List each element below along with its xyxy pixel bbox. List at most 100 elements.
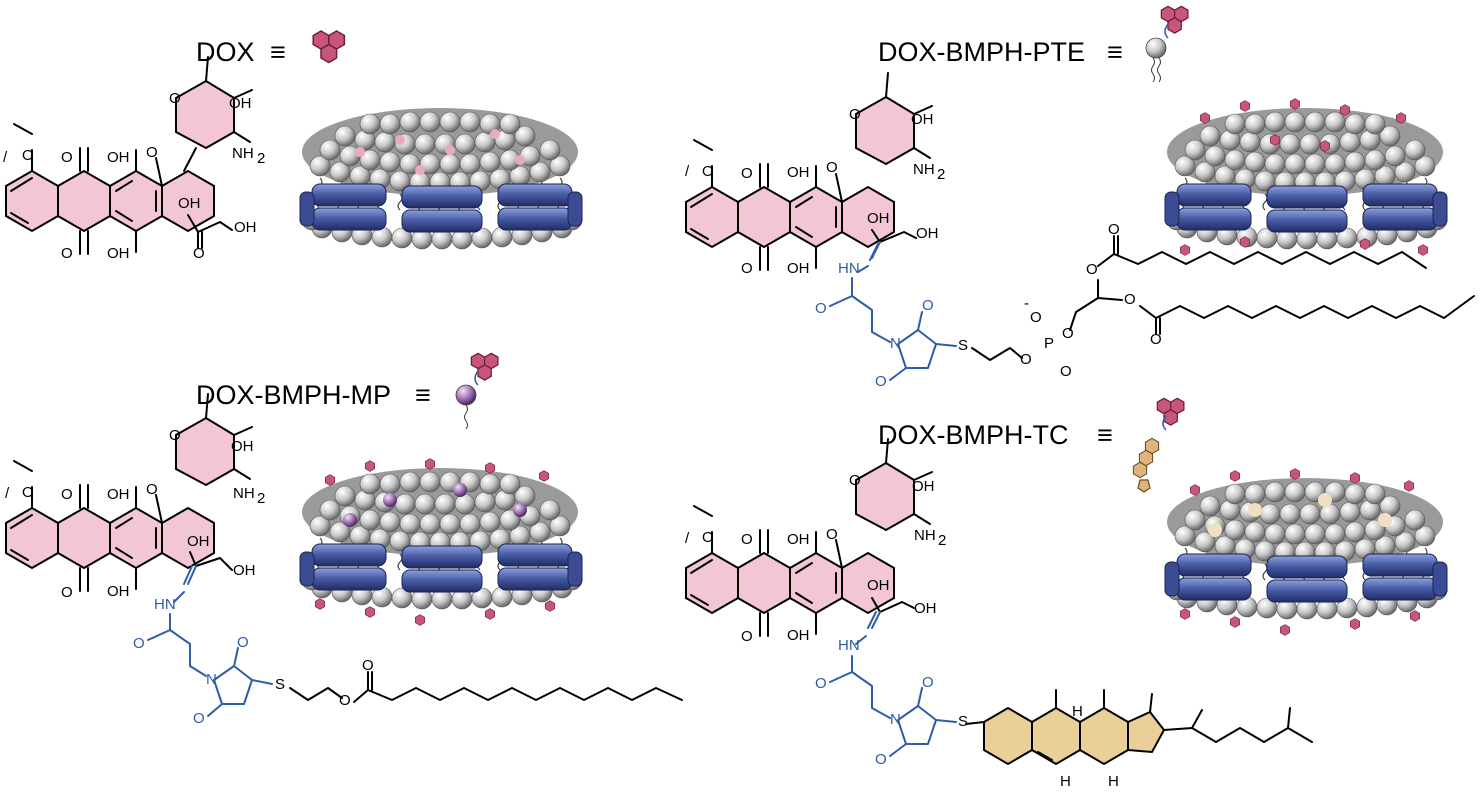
- h-atom-2: H: [1060, 773, 1071, 790]
- phosphate-o3: O: [1062, 325, 1074, 342]
- equiv-symbol: ≡: [1097, 420, 1113, 450]
- c9-oh: OH: [178, 195, 201, 212]
- oh-bottom: OH: [107, 583, 130, 600]
- glycoside-o: O: [826, 159, 838, 176]
- dox-structure: [685, 72, 933, 271]
- dox-structure: [5, 393, 253, 592]
- imide-o-bottom: O: [875, 751, 887, 768]
- sugar-oh: OH: [229, 95, 252, 112]
- equiv-symbol: ≡: [415, 380, 431, 410]
- imide-n: N: [206, 671, 217, 688]
- imide-o-bottom: O: [875, 373, 887, 390]
- ketone-o-bottom: O: [61, 245, 73, 262]
- svg-text:/: /: [685, 530, 690, 547]
- ester-o2: O: [1124, 291, 1136, 308]
- methoxy-o: O: [702, 163, 714, 180]
- ketone-o-bottom: O: [741, 628, 753, 645]
- panel-title: DOX-BMPH-MP: [196, 380, 391, 410]
- carbonyl-o2: O: [1150, 331, 1162, 348]
- oh-bottom: OH: [107, 245, 130, 262]
- panel-tc: DOX-BMPH-TC ≡ / O O O OH OH O OH NH 2 OH…: [685, 398, 1448, 790]
- sugar-oh: OH: [231, 438, 254, 455]
- maleimide-ring: [207, 647, 273, 717]
- ester-o: O: [339, 692, 351, 709]
- sugar-nh: NH: [913, 161, 935, 178]
- ketone-o-top: O: [61, 486, 73, 503]
- amide-o: O: [815, 300, 827, 317]
- hydrazone-hn: HN: [154, 596, 176, 613]
- panel-title: DOX: [196, 37, 255, 67]
- c14-oh: OH: [914, 600, 937, 617]
- sugar-nh-sub: 2: [938, 532, 946, 549]
- panel-dox: DOX ≡ / O O O OH OH O OH NH 2 OH O OH: [3, 31, 583, 262]
- equiv-symbol: ≡: [1107, 37, 1123, 67]
- thioether-s: S: [958, 337, 968, 354]
- sugar-oh: OH: [911, 111, 934, 128]
- imide-n: N: [890, 711, 901, 728]
- carbonyl-o1: O: [1108, 221, 1120, 238]
- minus-charge: -: [1024, 295, 1029, 312]
- phosphorus: P: [1044, 335, 1054, 352]
- nanodisc-dox: [299, 107, 583, 250]
- phosphate-o-minus: O: [1030, 309, 1042, 326]
- c14-oh: OH: [234, 219, 257, 236]
- ketone-o-bottom: O: [61, 584, 73, 601]
- oh-top: OH: [787, 531, 810, 548]
- c9-oh: OH: [867, 577, 890, 594]
- sugar-nh-sub: 2: [257, 150, 265, 167]
- nanodisc-mp: [299, 458, 583, 626]
- ketone-o-bottom: O: [741, 260, 753, 277]
- panel-pte: DOX-BMPH-PTE ≡ / O O O OH OH O OH NH 2 O…: [685, 6, 1475, 390]
- cholestane-skeleton: [965, 689, 1313, 766]
- dox-glyph-icon: [313, 31, 344, 63]
- ketone-o-top: O: [61, 149, 73, 166]
- maleimide-ring: [889, 311, 957, 381]
- phosphate-o1: O: [1020, 351, 1032, 368]
- lipid-tail-glyph-icon: [1145, 6, 1188, 83]
- maleimide-ring: [889, 687, 957, 757]
- methoxy-o: O: [22, 484, 34, 501]
- nanodisc-pte: [1164, 98, 1448, 256]
- sugar-nh: NH: [233, 485, 255, 502]
- sugar-nh: NH: [914, 527, 936, 544]
- sugar-nh-sub: 2: [257, 490, 265, 507]
- imide-n: N: [890, 335, 901, 352]
- c14-oh: OH: [233, 562, 256, 579]
- ester-o1: O: [1086, 261, 1098, 278]
- panel-title: DOX-BMPH-PTE: [878, 37, 1085, 67]
- thioether-s: S: [275, 676, 285, 693]
- sugar-nh-sub: 2: [937, 166, 945, 183]
- amide-o: O: [133, 635, 145, 652]
- glycoside-o: O: [826, 526, 838, 543]
- methoxy-o: O: [22, 147, 34, 164]
- c14-oh: OH: [916, 225, 939, 242]
- ketone-o-top: O: [741, 165, 753, 182]
- svg-text:/: /: [3, 149, 8, 166]
- h-atom-1: H: [1072, 703, 1083, 720]
- imide-o-top: O: [922, 674, 934, 691]
- panel-title: DOX-BMPH-TC: [878, 420, 1069, 450]
- imide-o-top: O: [922, 297, 934, 314]
- h-atom-3: H: [1108, 773, 1119, 790]
- sugar-oh: OH: [912, 478, 935, 495]
- equiv-symbol: ≡: [270, 37, 286, 67]
- thioether-s: S: [958, 713, 968, 730]
- purple-bead-glyph-icon: [455, 353, 498, 430]
- hydrazone-hn: HN: [838, 260, 860, 277]
- glycoside-o: O: [146, 481, 158, 498]
- amide-o: O: [815, 675, 827, 692]
- sugar-nh: NH: [232, 145, 254, 162]
- oh-top: OH: [787, 164, 810, 181]
- phosphate-o2: O: [1060, 363, 1072, 380]
- dox-structure: [5, 56, 253, 255]
- svg-text:/: /: [5, 485, 10, 502]
- ketone-o-top: O: [741, 531, 753, 548]
- methoxy-o: O: [702, 529, 714, 546]
- nanodisc-tc: [1164, 468, 1448, 636]
- glycoside-o: O: [146, 144, 158, 161]
- oh-top: OH: [107, 149, 130, 166]
- panel-mp: DOX-BMPH-MP ≡ / O O O OH OH O OH NH 2 O H…: [5, 353, 683, 727]
- c13-o: O: [193, 245, 205, 262]
